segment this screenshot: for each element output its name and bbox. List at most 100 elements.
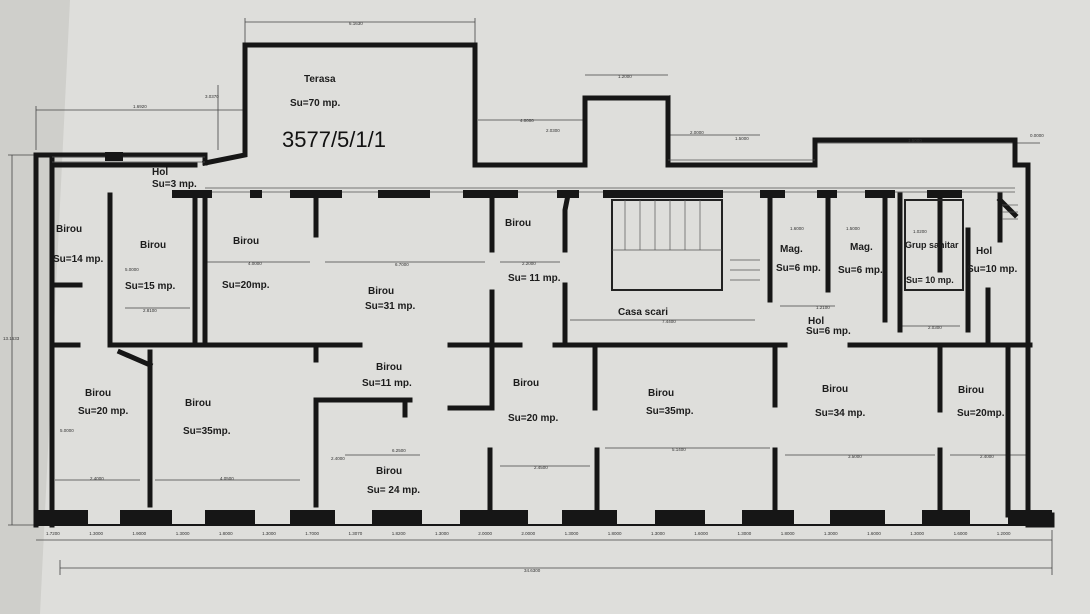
dim-right-b: 1.5000	[908, 138, 922, 143]
dim-bottom-segment: 1.7000	[305, 531, 319, 536]
dim-notch-left: 4.0000	[520, 118, 534, 123]
dim-r20-w: 4.0000	[248, 261, 262, 266]
dim-bottom-segment: 1.6000	[954, 531, 968, 536]
dim-bottom-segment: 1.8000	[219, 531, 233, 536]
room-name-grup-sanitar: Grup sanitar	[905, 240, 959, 250]
room-area-birou-31: Su=31 mp.	[365, 301, 416, 312]
dim-bottom-segment: 1.3000	[651, 531, 665, 536]
dim-bottom-segment: 1.3070	[349, 531, 363, 536]
dim-bottom-segment: 1.3000	[176, 531, 190, 536]
dimension-texts: 6.1630 1.6920 3.0370 1.2000 4.0000 2.030…	[3, 21, 1044, 573]
room-name-casa-scari: Casa scari	[618, 307, 668, 318]
dim-bottom-segment: 1.2000	[997, 531, 1011, 536]
room-area-birou-20c: Su=20 mp.	[508, 413, 559, 424]
room-area-grup-sanitar: Su= 10 mp.	[906, 275, 954, 285]
dim-bottom-segment: 1.3000	[824, 531, 838, 536]
room-area-mag-2: Su=6 mp.	[838, 265, 883, 276]
dim-bottom-segment: 1.3000	[262, 531, 276, 536]
room-area-birou-34: Su=34 mp.	[815, 408, 866, 419]
dim-mag-w: 1.6000	[790, 226, 804, 231]
dim-r11-w: 2.2000	[522, 261, 536, 266]
dim-left-height: 13.1633	[3, 336, 20, 341]
room-area-birou-35b: Su=35mp.	[646, 406, 694, 417]
room-name-terasa: Terasa	[304, 74, 336, 85]
dim-r24-w: 6.2500	[392, 448, 406, 453]
room-area-birou-24: Su= 24 mp.	[367, 485, 420, 496]
room-area-birou-15: Su=15 mp.	[125, 281, 176, 292]
dim-r31-w: 6.7000	[395, 262, 409, 267]
dim-notch-h: 2.0300	[546, 128, 560, 133]
room-area-birou-20a: Su=20mp.	[222, 280, 270, 291]
room-area-hol-mid: Su=6 mp.	[806, 326, 851, 337]
room-name-birou-14: Birou	[56, 224, 82, 235]
dim-stair-w: 7.4400	[662, 319, 676, 324]
dim-top-notch: 1.2000	[618, 74, 632, 79]
dim-bottom-segment: 2.0000	[521, 531, 535, 536]
dim-bottom-segment: 1.6000	[867, 531, 881, 536]
dim-right-a: 1.5000	[735, 136, 749, 141]
dim-bottom-segment: 1.3000	[435, 531, 449, 536]
dim-top-step: 3.0370	[205, 94, 219, 99]
dim-r20b-w: 2.4000	[90, 476, 104, 481]
dim-r24-h: 2.4000	[331, 456, 345, 461]
room-name-hol-right: Hol	[976, 246, 992, 257]
room-area-hol-right: Su=10 mp.	[967, 264, 1018, 275]
dim-bottom-segment: 1.8200	[392, 531, 406, 536]
room-name-birou-11a: Birou	[505, 218, 531, 229]
plan-id: 3577/5/1/1	[282, 127, 386, 152]
bottom-dimension-texts: 1.7200 1.3000 1.9000 1.3000 1.8000 1.3000 1.70…	[46, 531, 1011, 536]
dim-bottom-segment: 1.3000	[89, 531, 103, 536]
dim-r35b-w: 5.1400	[672, 447, 686, 452]
room-area-terasa: Su=70 mp.	[290, 98, 341, 109]
room-name-birou-20a: Birou	[233, 236, 259, 247]
room-name-mag-2: Mag.	[850, 242, 873, 253]
dim-bottom-segment: 1.8000	[781, 531, 795, 536]
room-name-birou-31: Birou	[368, 286, 394, 297]
room-area-birou-35a: Su=35mp.	[183, 426, 231, 437]
room-name-hol-top: Hol	[152, 167, 168, 178]
room-name-birou-15: Birou	[140, 240, 166, 251]
dim-bottom-segment: 1.3000	[910, 531, 924, 536]
room-name-birou-20b: Birou	[85, 388, 111, 399]
dim-mag-w2: 1.5000	[846, 226, 860, 231]
dim-right-step: 2.0000	[690, 130, 704, 135]
dim-r34-w: 3.5000	[848, 454, 862, 459]
room-name-birou-34: Birou	[822, 384, 848, 395]
room-name-birou-11b: Birou	[376, 362, 402, 373]
dim-grup-w: 1.0200	[913, 229, 927, 234]
room-name-birou-20d: Birou	[958, 385, 984, 396]
room-name-hol-mid: Hol	[808, 316, 824, 327]
room-labels: Terasa Su=70 mp. Hol Su=3 mp. Birou Su=1…	[53, 74, 1018, 496]
dim-bottom-segment: 1.3000	[565, 531, 579, 536]
dim-bottom-segment: 1.9000	[132, 531, 146, 536]
room-area-birou-14: Su=14 mp.	[53, 254, 104, 265]
room-area-mag-1: Su=6 mp.	[776, 263, 821, 274]
dim-r15-h: 5.0000	[125, 267, 139, 272]
room-name-birou-24: Birou	[376, 466, 402, 477]
dim-bottom-segment: 1.6000	[694, 531, 708, 536]
dim-r20b-h: 5.0000	[60, 428, 74, 433]
dim-right-c: 0.0000	[1030, 133, 1044, 138]
stair-treads	[624, 200, 760, 281]
dim-bottom-segment: 1.3000	[738, 531, 752, 536]
room-area-birou-11a: Su= 11 mp.	[508, 273, 561, 284]
room-area-hol-top: Su=3 mp.	[152, 179, 197, 190]
dim-total-width: 34.6300	[524, 568, 541, 573]
room-name-birou-35a: Birou	[185, 398, 211, 409]
dim-r15-w: 2.8100	[143, 308, 157, 313]
dim-bottom-segment: 1.8000	[608, 531, 622, 536]
dim-top-left: 1.6920	[133, 104, 147, 109]
dim-grup-bottom: 2.0300	[928, 325, 942, 330]
dim-r35-w: 4.0500	[220, 476, 234, 481]
room-area-birou-20b: Su=20 mp.	[78, 406, 129, 417]
room-area-birou-11b: Su=11 mp.	[362, 378, 412, 389]
room-name-birou-35b: Birou	[648, 388, 674, 399]
interior-walls	[36, 152, 1052, 524]
room-area-birou-20d: Su=20mp.	[957, 408, 1005, 419]
dim-bottom-segment: 1.7200	[46, 531, 60, 536]
dim-terasa-width: 6.1630	[349, 21, 363, 26]
dim-r20c-w: 2.4500	[534, 465, 548, 470]
dim-hol-mid-w: 1.2100	[816, 305, 830, 310]
